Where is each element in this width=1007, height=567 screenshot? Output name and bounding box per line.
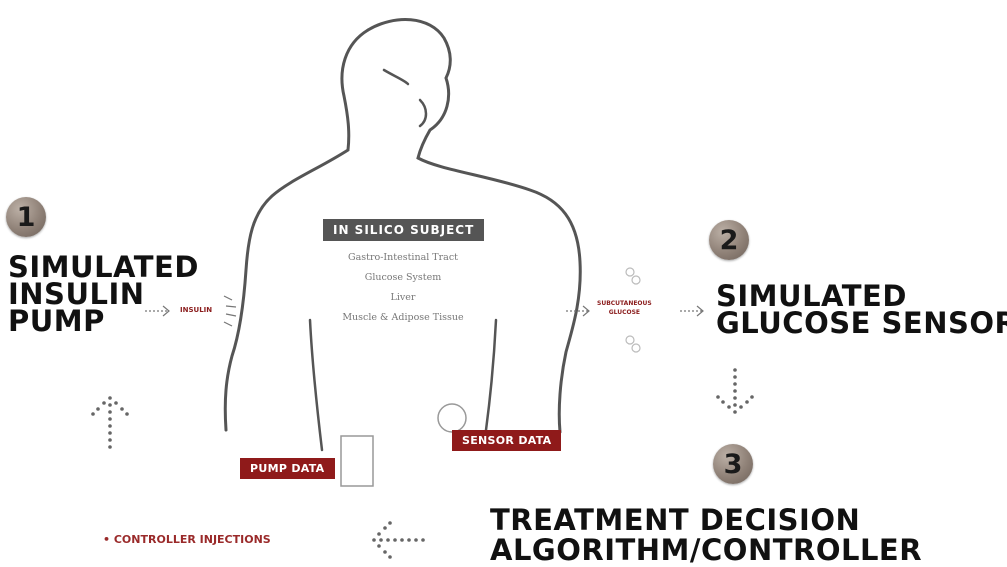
sensor-title-line-2: GLUCOSE SENSORS bbox=[716, 310, 1007, 337]
face-ear bbox=[420, 100, 426, 126]
step-2-badge: 2 bbox=[709, 220, 749, 260]
organ-muscle: Muscle & Adipose Tissue bbox=[283, 308, 523, 328]
right-arm-inner bbox=[486, 320, 496, 430]
subcutaneous-glucose-label: SUBCUTANEOUS GLUCOSE bbox=[597, 299, 652, 317]
organ-glucose: Glucose System bbox=[283, 268, 523, 288]
subcutaneous-label-line-2: GLUCOSE bbox=[597, 308, 652, 317]
in-silico-subject-label: IN SILICO SUBJECT bbox=[323, 219, 484, 241]
pump-device bbox=[341, 436, 373, 486]
controller-title-line-2: ALGORITHM/CONTROLLER bbox=[490, 535, 922, 565]
face-nose bbox=[384, 70, 408, 84]
sensor-title: SIMULATED GLUCOSE SENSORS bbox=[716, 283, 1007, 337]
organ-liver: Liver bbox=[283, 288, 523, 308]
subcutaneous-label-line-1: SUBCUTANEOUS bbox=[597, 299, 652, 308]
pump-data-tag: PUMP DATA bbox=[240, 458, 335, 479]
pump-title-line-3: PUMP bbox=[8, 308, 199, 335]
dotted-arrow-left bbox=[372, 521, 425, 559]
controller-title-line-1: TREATMENT DECISION bbox=[490, 505, 922, 535]
sensor-device bbox=[438, 404, 466, 432]
glucose-arrow-out bbox=[680, 306, 703, 316]
controller-title: TREATMENT DECISION ALGORITHM/CONTROLLER bbox=[490, 505, 922, 565]
organ-gastro: Gastro-Intestinal Tract bbox=[283, 248, 523, 268]
sensor-data-tag: SENSOR DATA bbox=[452, 430, 561, 451]
left-arm-inner bbox=[310, 320, 322, 450]
step-3-badge: 3 bbox=[713, 444, 753, 484]
insulin-splash-icon bbox=[224, 296, 236, 326]
organ-list: Gastro-Intestinal Tract Glucose System L… bbox=[283, 248, 523, 328]
dotted-arrow-up bbox=[91, 396, 129, 449]
step-1-badge: 1 bbox=[6, 197, 46, 237]
pump-title: SIMULATED INSULIN PUMP bbox=[8, 254, 199, 335]
insulin-flow-label: INSULIN bbox=[180, 306, 212, 314]
controller-injections-label: • CONTROLLER INJECTIONS bbox=[103, 533, 271, 546]
dotted-arrow-down bbox=[716, 368, 754, 414]
